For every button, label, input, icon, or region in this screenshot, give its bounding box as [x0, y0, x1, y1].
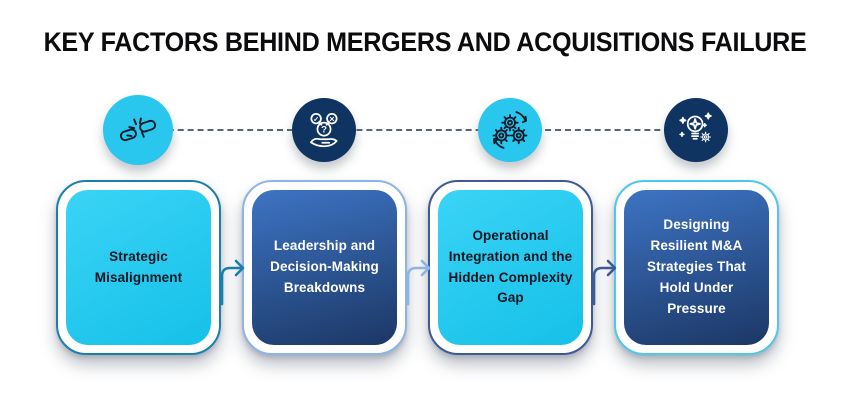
dashed-connector-line: [138, 129, 700, 131]
check-glyph: ✓: [313, 116, 319, 123]
box-fill: Leadership and Decision-Making Breakdown…: [252, 190, 397, 345]
idea-gear-icon: [679, 112, 712, 143]
box-label: Leadership and Decision-Making Breakdown…: [270, 238, 379, 295]
box-leadership-breakdowns: Leadership and Decision-Making Breakdown…: [242, 180, 407, 355]
question-glyph: ?: [321, 125, 327, 136]
decision-hand-icon: ✓ ✕ ?: [310, 112, 338, 148]
box-fill: Strategic Misalignment: [66, 190, 211, 345]
icon-circle-2: ✓ ✕ ?: [292, 98, 356, 162]
box-label: Designing Resilient M&A Strategies That …: [646, 217, 747, 316]
box-resilient-strategies: Designing Resilient M&A Strategies That …: [614, 180, 779, 355]
arrow-right-icon: [592, 259, 617, 306]
arrow-right-icon: [220, 259, 245, 306]
box-label: Operational Integration and the Hidden C…: [448, 227, 573, 306]
icon-circle-4: [664, 98, 728, 162]
page-title: KEY FACTORS BEHIND MERGERS AND ACQUISITI…: [43, 27, 807, 57]
arrow-right-icon: [406, 259, 431, 306]
broken-chain-icon: [119, 117, 157, 142]
flow-arrow-3: [585, 252, 621, 310]
box-fill: Operational Integration and the Hidden C…: [438, 190, 583, 345]
box-fill: Designing Resilient M&A Strategies That …: [624, 190, 769, 345]
box-operational-integration: Operational Integration and the Hidden C…: [428, 180, 593, 355]
gears-sync-icon: [492, 111, 528, 149]
box-strategic-misalignment: Strategic Misalignment: [56, 180, 221, 355]
flow-arrow-1: [213, 252, 249, 310]
box-label: Strategic Misalignment: [94, 248, 183, 285]
flow-arrow-2: [399, 252, 435, 310]
icon-circle-1: [103, 95, 173, 165]
cross-glyph: ✕: [329, 116, 335, 123]
icon-circle-3: [478, 98, 542, 162]
